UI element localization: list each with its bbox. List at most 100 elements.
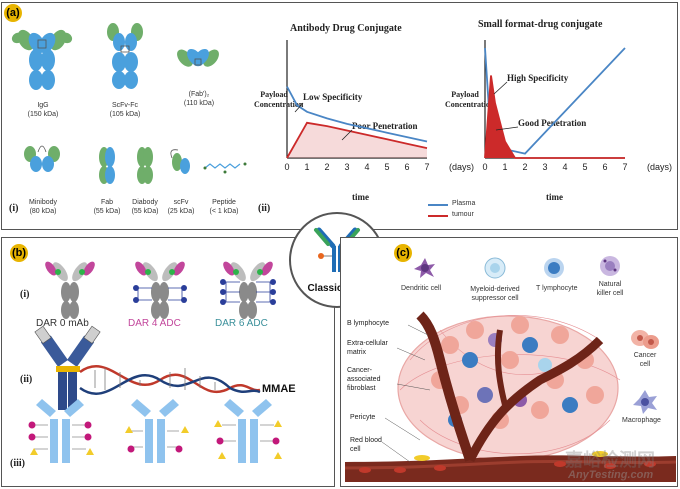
t-lymphocyte-icon	[544, 258, 564, 278]
peptide-icon	[203, 162, 247, 174]
dendritic-cell-icon	[414, 258, 435, 278]
macrophage-icon	[633, 390, 657, 414]
format-label-scfv: scFv(25 kDa)	[167, 199, 195, 215]
chart1-tumour-line	[286, 121, 428, 159]
adc-variant-2-icon	[125, 399, 189, 463]
pericytes	[414, 451, 608, 461]
legend-plasma-label: Plasma	[452, 200, 476, 207]
chart2-tumour-line	[484, 75, 625, 159]
panel-b-label: (b)	[10, 244, 28, 262]
format-label-scfv-fc: ScFv-Fc(105 kDa)	[109, 102, 141, 118]
chart1-annot-poor: Poor Penetration	[352, 121, 418, 131]
chart2-tick-label: 1	[502, 162, 507, 172]
scfv-icon	[170, 149, 190, 174]
chart2-xlabel: time	[546, 192, 563, 202]
panel-a-label: (a)	[4, 4, 22, 22]
panel-b-sub-iii: (iii)	[10, 458, 25, 469]
chart2-annot-high: High Specificity	[507, 73, 569, 83]
chart2-tick-label: 6	[602, 162, 607, 172]
label-pointer-lines	[381, 324, 431, 463]
chart2-tick-label: 5	[582, 162, 587, 172]
nk-cell-icon	[600, 256, 620, 276]
watermark-cn: 嘉峪检测网	[565, 450, 655, 470]
chart1-tick-label: 3	[344, 162, 349, 172]
classic-adc-title: Classic ADC	[307, 283, 367, 294]
chart1-title: Antibody Drug Conjugate	[290, 23, 402, 34]
chart1-tick-label: 0	[284, 162, 289, 172]
format-label-fab: Fab(55 kDa)	[93, 199, 121, 215]
panel-a-sub-ii: (ii)	[258, 203, 271, 214]
chart2-title: Small format-drug conjugate	[478, 19, 603, 30]
scfv-fc-icon	[107, 23, 143, 89]
chart1-tumour-area	[287, 122, 427, 158]
panel-b-sub-i: (i)	[20, 289, 30, 300]
chart1-plasma-line	[286, 86, 428, 143]
chart2-high-arrow	[493, 81, 508, 95]
chart2-tumour-area	[485, 75, 515, 158]
chart1-tick-label: 2	[324, 162, 329, 172]
dar6-antibody-icon	[220, 261, 276, 319]
chart2-tick-label: (days)	[647, 162, 672, 172]
chart2-tick-label: 4	[562, 162, 567, 172]
chart2-tick-label: 2	[522, 162, 527, 172]
format-label-fab2: (Fab')₂(110 kDa)	[183, 91, 215, 107]
chart2-tick-label: 3	[542, 162, 547, 172]
dendritic-cell-label: Dendritic cell	[401, 285, 442, 292]
chart1-tick-label: (days)	[449, 162, 474, 172]
dna-helix-icon	[79, 365, 261, 395]
chart1-xlabel: time	[352, 192, 369, 202]
dar4-label: DAR 4 ADC	[128, 318, 181, 329]
chart1-tick-label: 7	[424, 162, 429, 172]
chart1-tick-label: 6	[404, 162, 409, 172]
chart2-annot-good: Good Penetration	[518, 118, 587, 128]
macrophage-label: Macrophage	[622, 417, 661, 424]
mmae-label: MMAE	[262, 383, 296, 395]
cancer-cells-cluster	[431, 316, 604, 429]
chart2-good-arrow	[495, 126, 519, 131]
diabody-icon	[137, 147, 153, 184]
red-blood-cells	[359, 461, 656, 473]
chart1-tick-label: 4	[364, 162, 369, 172]
dar0-antibody-icon	[45, 261, 95, 319]
dar4-antibody-icon	[133, 261, 187, 319]
dar6-label: DAR 6 ADC	[215, 318, 268, 329]
t-lymphocyte-label: T lymphocyte	[536, 285, 578, 292]
blood-vessel	[344, 311, 677, 482]
chart1-tick-label: 5	[384, 162, 389, 172]
fab-icon	[99, 147, 115, 184]
igg-icon	[11, 29, 73, 90]
b-lymphocyte-label: B lymphocyte	[347, 320, 390, 327]
chart2-tick-label: 0	[482, 162, 487, 172]
panel-b-sub-ii: (ii)	[20, 374, 33, 385]
format-label-diabody: Diabody(55 kDa)	[131, 199, 159, 215]
cancer-cell-icon	[631, 330, 659, 349]
panel-c-label: (c)	[394, 244, 412, 262]
legend-tumour-label: tumour	[452, 211, 474, 218]
chart1-low-arrow	[294, 102, 304, 113]
pericyte-label: Pericyte	[350, 414, 376, 421]
chart1-tick-label: 1	[304, 162, 309, 172]
minibody-icon	[24, 145, 60, 172]
format-label-igg: IgG(150 kDa)	[27, 102, 59, 118]
format-label-minibody: Minibody(80 kDa)	[28, 199, 57, 215]
dar0-label: DAR 0 mAb	[36, 318, 89, 329]
chart2-tick-label: 7	[622, 162, 627, 172]
panel-a-sub-i: (i)	[9, 203, 19, 214]
adc-variant-3-icon	[214, 399, 282, 463]
watermark-en: AnyTesting.com	[568, 469, 654, 481]
adc-mmae-icon	[34, 325, 101, 410]
mdsc-icon	[484, 257, 506, 279]
